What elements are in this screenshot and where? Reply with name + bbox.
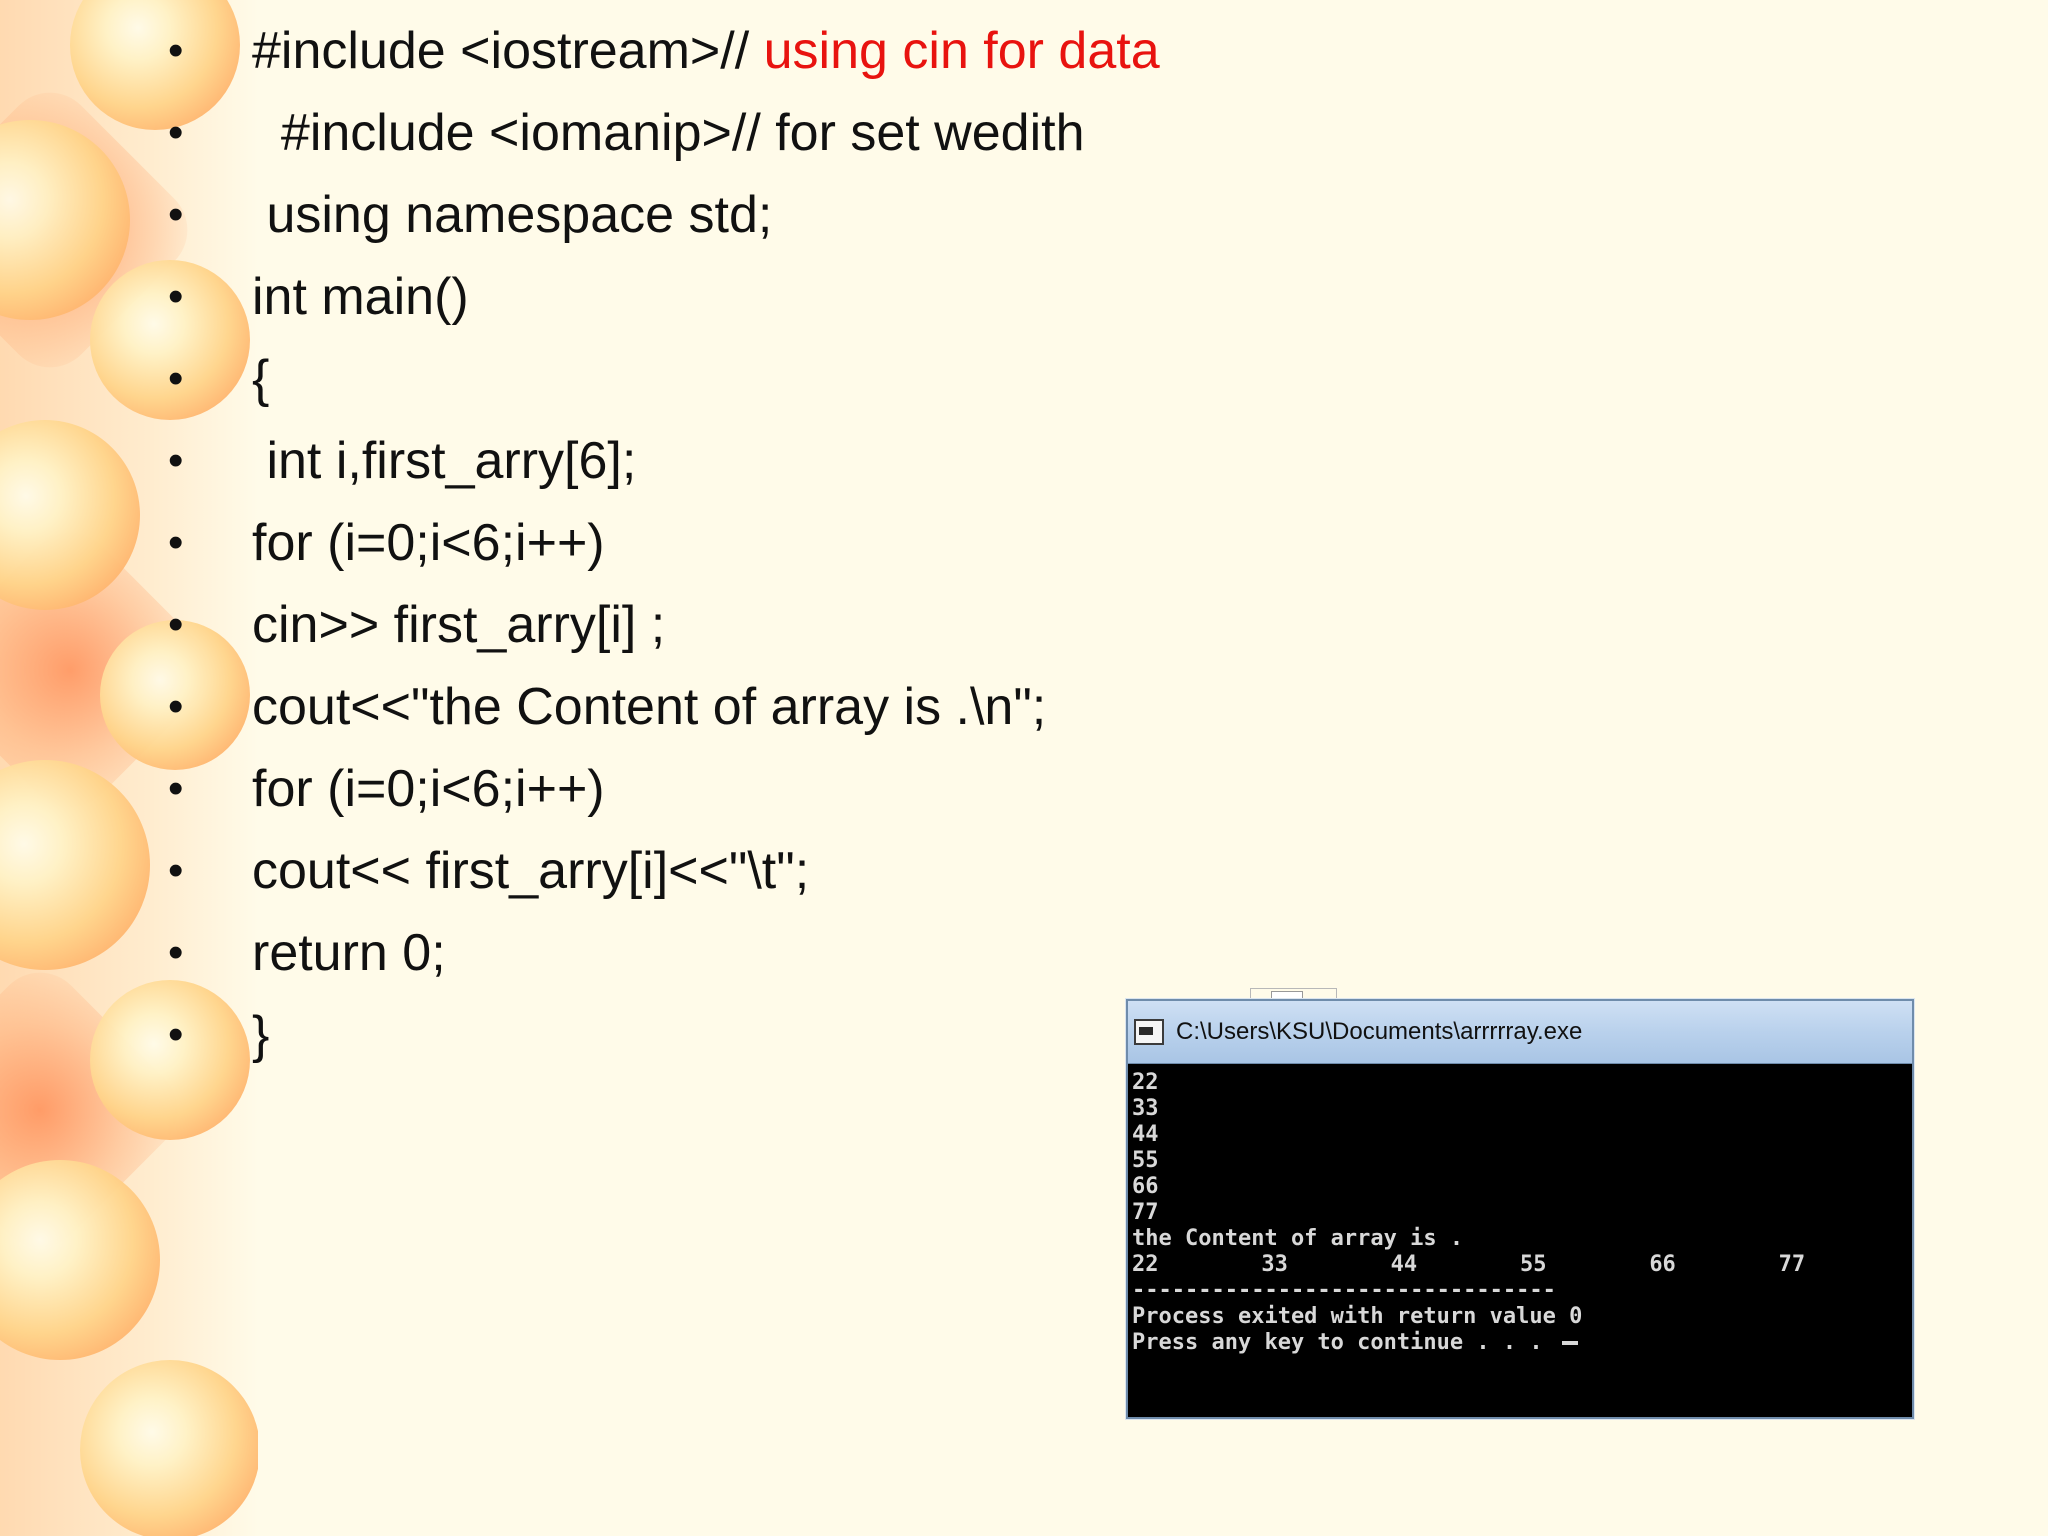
bullet-mark: • [168, 518, 184, 567]
bullet-mark: • [168, 1010, 184, 1059]
decor-orb [0, 760, 150, 970]
bullet-mark: • [168, 436, 184, 485]
console-value: 33 [1261, 1252, 1288, 1277]
console-window[interactable]: C:\Users\KSU\Documents\arrrrray.exe 22 3… [1126, 999, 1914, 1419]
code-line: • int i,first_arry[6]; [168, 420, 1160, 502]
console-input-line: 55 [1132, 1148, 1159, 1173]
console-values-row: 22 33 44 55 66 77 [1132, 1252, 1908, 1278]
console-continue-line: Press any key to continue . . . [1132, 1330, 1908, 1356]
bullet-mark: • [168, 928, 184, 977]
decorative-left-strip [0, 0, 258, 1536]
code-text: using namespace std; [252, 186, 773, 244]
console-content-line: the Content of array is . [1132, 1226, 1464, 1251]
code-line: • #include <iostream>// using cin for da… [168, 10, 1160, 92]
code-text: cout<<"the Content of array is .\n"; [252, 678, 1047, 736]
console-app-icon [1134, 1019, 1164, 1045]
bullet-mark: • [168, 190, 184, 239]
console-value: 22 [1132, 1252, 1159, 1277]
bullet-mark: • [168, 846, 184, 895]
console-continue-text: Press any key to continue . . . [1132, 1330, 1556, 1355]
console-value: 66 [1649, 1252, 1676, 1277]
code-text: cin>> first_arry[i] ; [252, 596, 666, 654]
decor-orb [90, 980, 250, 1140]
console-value: 44 [1390, 1252, 1418, 1277]
code-text: for (i=0;i<6;i++) [252, 514, 605, 572]
console-input-line: 66 [1132, 1174, 1159, 1199]
code-text: int main() [252, 268, 469, 326]
code-text: for (i=0;i<6;i++) [252, 760, 605, 818]
code-text: #include <iomanip>// for set wedith [252, 104, 1085, 162]
console-input-line: 44 [1132, 1122, 1159, 1147]
decor-orb [80, 1360, 258, 1536]
code-line: • for (i=0;i<6;i++) [168, 502, 1160, 584]
console-titlebar[interactable]: C:\Users\KSU\Documents\arrrrray.exe [1128, 1001, 1912, 1064]
console-exit-line: Process exited with return value 0 [1132, 1304, 1583, 1329]
code-text: return 0; [252, 924, 446, 982]
bullet-mark: • [168, 682, 184, 731]
console-input-line: 77 [1132, 1200, 1159, 1225]
code-text: #include <iostream>// [252, 22, 764, 80]
decor-orb [70, 0, 240, 130]
code-bullet-list: • #include <iostream>// using cin for da… [168, 10, 1160, 1076]
console-cursor [1561, 1341, 1578, 1345]
code-line: • cin>> first_arry[i] ; [168, 584, 1160, 666]
console-title: C:\Users\KSU\Documents\arrrrray.exe [1176, 1018, 1583, 1045]
bullet-mark: • [168, 108, 184, 157]
decor-orb [90, 260, 250, 420]
code-line: • } [168, 994, 1160, 1076]
code-line: • cout<< first_arry[i]<<"\t"; [168, 830, 1160, 912]
bullet-mark: • [168, 764, 184, 813]
code-line: • int main() [168, 256, 1160, 338]
code-line: • { [168, 338, 1160, 420]
decor-orb [0, 1160, 160, 1360]
console-output: 22 33 44 55 66 77 the Content of array i… [1128, 1064, 1912, 1417]
code-text: cout<< first_arry[i]<<"\t"; [252, 842, 810, 900]
code-text: int i,first_arry[6]; [252, 432, 637, 490]
bullet-mark: • [168, 354, 184, 403]
console-value: 77 [1778, 1252, 1806, 1277]
console-value: 55 [1519, 1252, 1547, 1277]
code-line: • #include <iomanip>// for set wedith [168, 92, 1160, 174]
console-separator: -------------------------------- [1132, 1278, 1556, 1303]
code-text: { [252, 350, 270, 408]
code-comment: using cin for data [763, 22, 1160, 80]
code-text: } [252, 1006, 270, 1064]
code-line: • cout<<"the Content of array is .\n"; [168, 666, 1160, 748]
code-line: • for (i=0;i<6;i++) [168, 748, 1160, 830]
code-line: • using namespace std; [168, 174, 1160, 256]
decor-orb [100, 620, 250, 770]
console-input-line: 33 [1132, 1096, 1159, 1121]
console-input-line: 22 [1132, 1070, 1159, 1095]
bullet-mark: • [168, 600, 184, 649]
code-line: • return 0; [168, 912, 1160, 994]
bullet-mark: • [168, 26, 184, 75]
bullet-mark: • [168, 272, 184, 321]
